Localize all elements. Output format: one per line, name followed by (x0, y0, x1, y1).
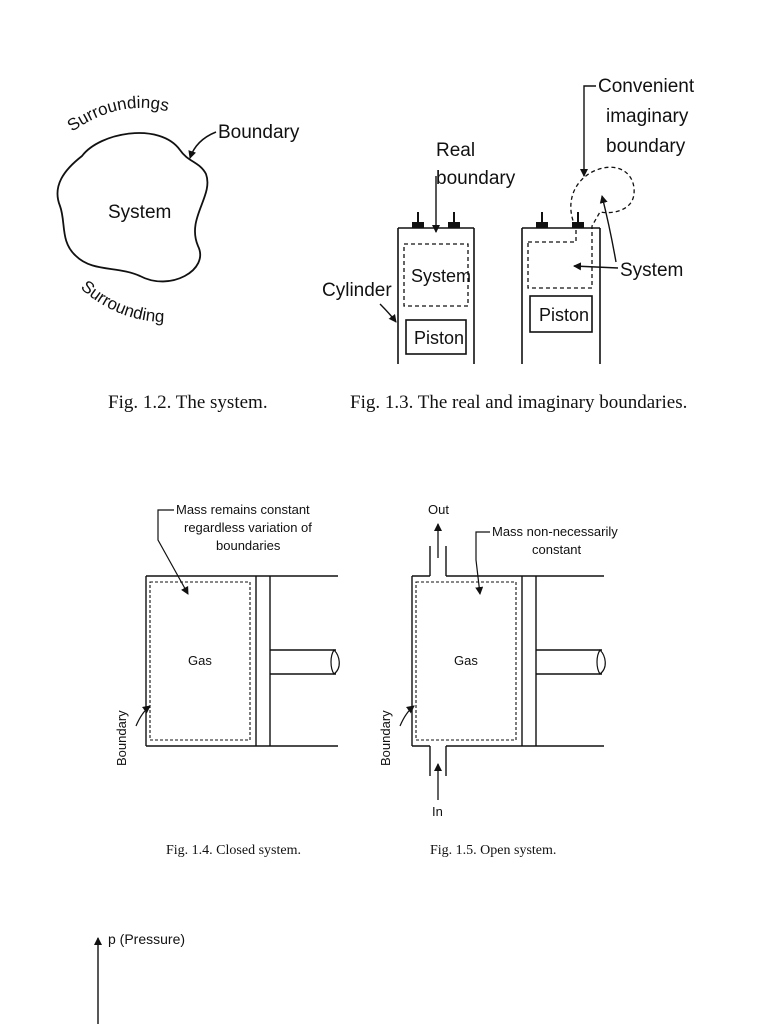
closed-boundary-leader (135, 705, 151, 727)
boundary-label: Boundary (218, 122, 300, 143)
valve-left-1 (412, 222, 424, 228)
convenient-label-2: imaginary (606, 106, 689, 127)
real-boundary-label-2: boundary (436, 168, 516, 189)
fig-1-5-caption: Fig. 1.5. Open system. (430, 843, 556, 858)
fig-1-3-caption: Fig. 1.3. The real and imaginary boundar… (350, 392, 687, 413)
figure-pressure-axis: p (Pressure) (94, 931, 185, 1024)
system-boundary-blob (56, 132, 209, 283)
open-boundary-leader (399, 705, 415, 727)
closed-note-line-3: boundaries (216, 538, 281, 553)
in-label: In (432, 804, 443, 819)
valve-left-2 (448, 222, 460, 228)
figure-closed-system: Mass remains constant regardless variati… (114, 502, 340, 858)
imaginary-boundary-dashed (527, 166, 635, 289)
system-leader-2 (599, 195, 617, 263)
out-label: Out (428, 502, 449, 517)
surroundings-bottom-label: Surroundings (0, 0, 165, 326)
system-leader-1 (573, 262, 619, 271)
system-label: System (108, 202, 171, 223)
convenient-leader (580, 85, 596, 177)
figure-open-system: Out Mass non-necessarily constant Gas In… (378, 502, 618, 858)
open-gas-label: Gas (454, 653, 478, 668)
left-piston-label: Piston (414, 328, 464, 348)
valve-right-2 (572, 222, 584, 228)
open-gas-dashed-boundary (415, 581, 517, 741)
left-piston (405, 319, 467, 355)
closed-note-line-2: regardless variation of (184, 520, 312, 535)
left-system-label: System (411, 266, 471, 286)
open-boundary-label: Boundary (378, 710, 393, 766)
open-note-line-2: constant (532, 542, 582, 557)
figure-real-imaginary-boundaries: System Piston Real boundary Cylinder Pis… (322, 76, 695, 413)
left-cylinder: System Piston (397, 212, 475, 364)
valve-right-1 (536, 222, 548, 228)
convenient-label-3: boundary (606, 136, 686, 157)
closed-note-leader (157, 509, 189, 595)
closed-boundary-label: Boundary (114, 710, 129, 766)
cylinder-label: Cylinder (322, 280, 392, 301)
right-system-label: System (620, 260, 683, 281)
boundary-leader-arrow (188, 131, 217, 159)
closed-rod-break (330, 649, 340, 675)
figure-system: Surroundings Surroundings System Boundar… (0, 0, 300, 413)
right-piston (529, 295, 593, 333)
right-piston-label: Piston (539, 305, 589, 325)
real-boundary-label-1: Real (436, 140, 475, 161)
pressure-axis-label: p (Pressure) (108, 931, 185, 947)
convenient-label-1: Convenient (598, 76, 695, 97)
fig-1-2-caption: Fig. 1.2. The system. (108, 392, 268, 413)
fig-1-4-caption: Fig. 1.4. Closed system. (166, 843, 301, 858)
open-rod-break (596, 649, 606, 675)
closed-gas-label: Gas (188, 653, 212, 668)
open-note-line-1: Mass non-necessarily (492, 524, 618, 539)
right-cylinder: Piston (521, 166, 635, 364)
surroundings-top-label: Surroundings (64, 93, 171, 135)
open-note-leader (475, 531, 490, 595)
left-system-dashed-boundary (403, 243, 469, 307)
closed-gas-dashed-boundary (149, 581, 251, 741)
closed-note-line-1: Mass remains constant (176, 502, 310, 517)
cylinder-leader (379, 303, 397, 323)
